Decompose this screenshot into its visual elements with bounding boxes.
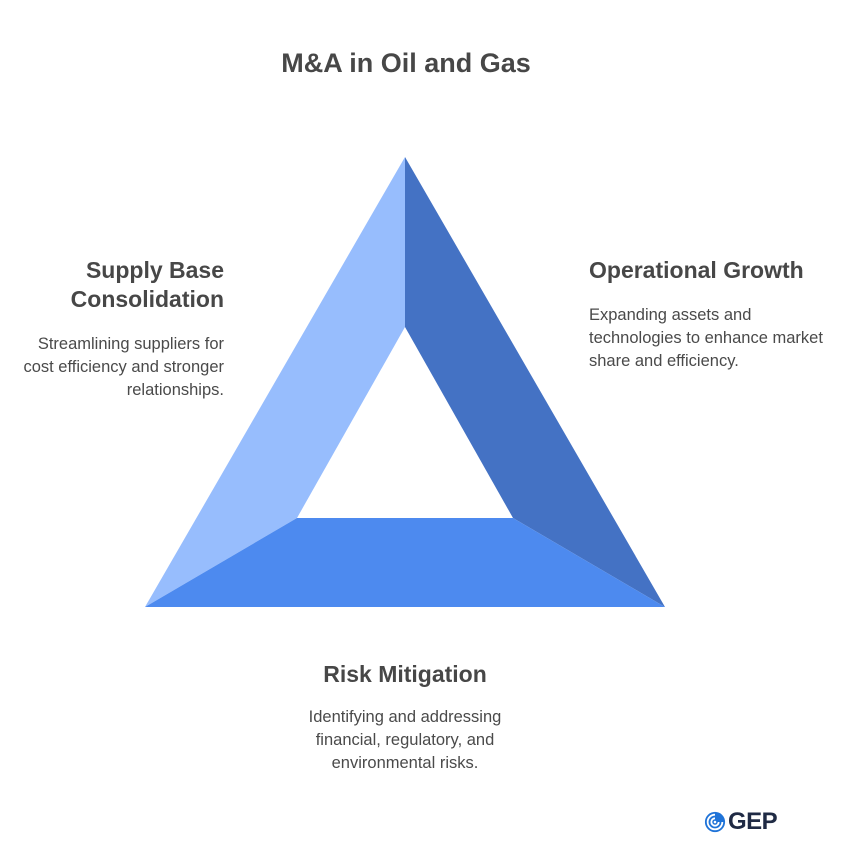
segment-description: Identifying and addressing financial, re… (308, 708, 502, 772)
segment-description: Streamlining suppliers for cost efficien… (23, 335, 224, 399)
segment-supply-base-consolidation: Supply Base Consolidation Streamlining s… (20, 256, 224, 402)
segment-description: Expanding assets and technologies to enh… (589, 306, 823, 370)
triangle-face-right (405, 157, 665, 607)
segment-heading: Supply Base Consolidation (70, 257, 224, 312)
segment-heading: Operational Growth (589, 257, 804, 283)
segment-risk-mitigation: Risk Mitigation Identifying and addressi… (280, 660, 530, 775)
gep-logo: GEP (704, 808, 778, 836)
triangle-face-bottom (145, 518, 665, 607)
gep-swirl-icon (704, 811, 726, 833)
segment-operational-growth: Operational Growth Expanding assets and … (589, 256, 829, 373)
logo-text: GEP (728, 808, 778, 835)
segment-heading: Risk Mitigation (323, 661, 487, 687)
diagram-title: M&A in Oil and Gas (281, 48, 531, 78)
triangle-face-left (145, 157, 405, 607)
